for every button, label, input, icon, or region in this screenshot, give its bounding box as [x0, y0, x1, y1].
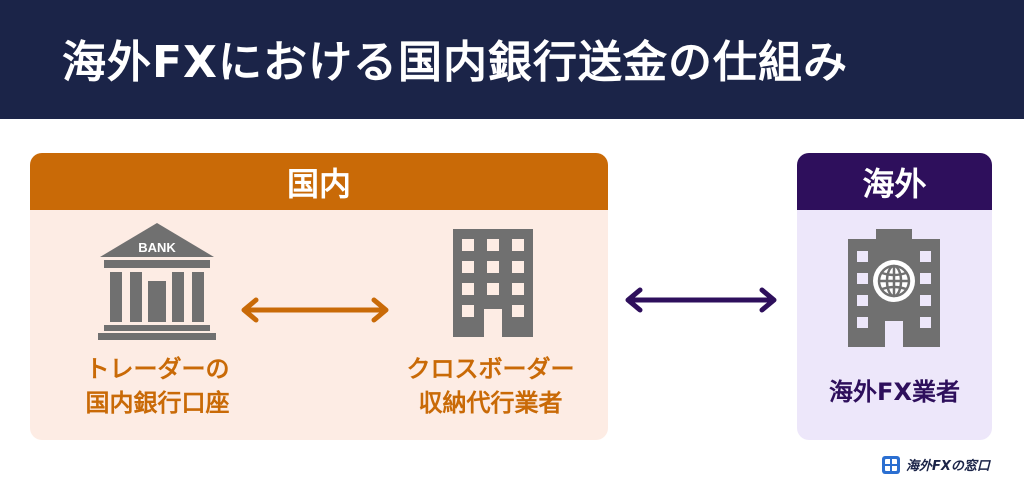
double-arrow-icon: [241, 297, 389, 323]
header-banner: 海外FXにおける国内銀行送金の仕組み: [0, 0, 1024, 119]
bank-account-label: トレーダーの 国内銀行口座: [55, 352, 260, 420]
globe-building-icon: [848, 229, 940, 347]
overseas-heading: 海外: [797, 153, 992, 210]
bank-icon: BANK: [98, 223, 216, 340]
brand-name: 海外FXの窓口: [906, 459, 990, 474]
agent-label-line1: クロスボーダー: [406, 355, 575, 383]
brand-footer: 海外FXの窓口: [882, 455, 990, 474]
broker-label: 海外FX業者: [829, 378, 960, 406]
bank-label-line2: 国内銀行口座: [85, 389, 230, 417]
window-logo-icon: [882, 455, 900, 474]
office-building-icon: [453, 229, 533, 337]
bank-sign-text: BANK: [138, 240, 176, 255]
domestic-heading: 国内: [30, 153, 608, 210]
page-title: 海外FXにおける国内銀行送金の仕組み: [62, 37, 848, 88]
double-arrow-icon: [625, 287, 777, 313]
agent-label: クロスボーダー 収納代行業者: [383, 352, 598, 420]
bank-label-line1: トレーダーの: [85, 355, 230, 383]
agent-label-line2: 収納代行業者: [418, 389, 563, 417]
